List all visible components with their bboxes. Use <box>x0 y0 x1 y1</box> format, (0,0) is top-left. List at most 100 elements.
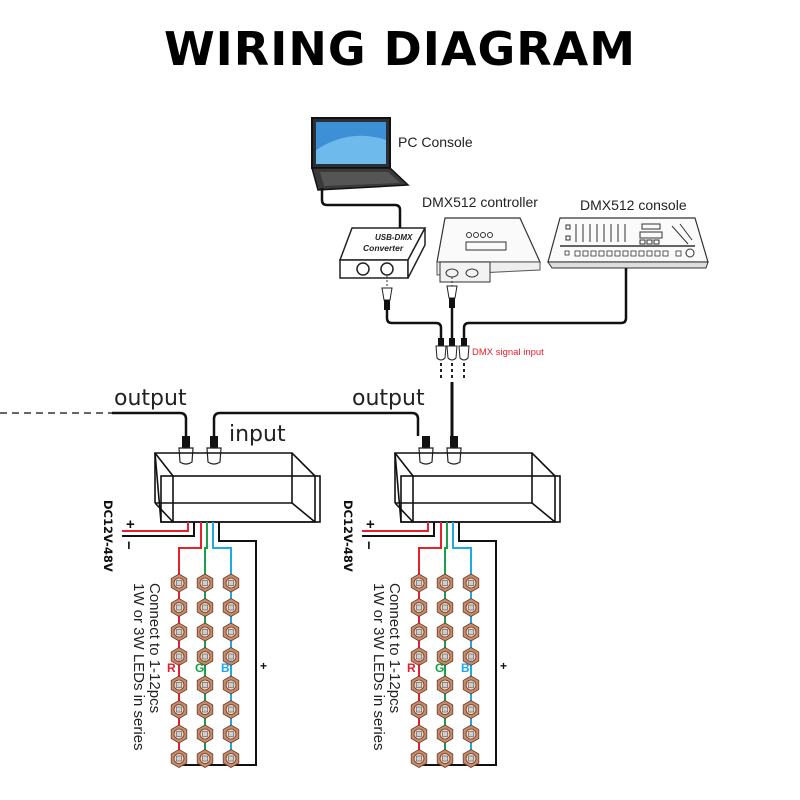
led-g <box>196 573 214 593</box>
led-r <box>410 622 428 642</box>
led-b <box>222 647 240 666</box>
laptop-icon <box>311 117 410 191</box>
common-plus-label: + <box>260 659 267 673</box>
led-b <box>222 675 240 695</box>
led-g <box>196 749 214 768</box>
led-b <box>462 622 480 642</box>
decoder1-output-cable <box>112 411 188 436</box>
led-g <box>436 675 454 695</box>
channel-label-g: G <box>435 661 444 675</box>
usb-dmx-signal-cable <box>385 310 443 338</box>
dmx-console-device <box>547 217 709 269</box>
led-g <box>436 647 454 666</box>
common-positive-wire <box>419 522 497 766</box>
input-label: input <box>229 422 286 447</box>
led-b <box>462 573 480 593</box>
power-wire-negative <box>122 522 195 537</box>
led-r <box>170 675 188 695</box>
led-r <box>410 598 428 617</box>
led-r <box>170 622 188 642</box>
led-r <box>410 647 428 666</box>
power-wire-positive <box>122 522 189 532</box>
led-g <box>196 647 214 666</box>
power-plus-label: + <box>126 516 135 533</box>
xlr-connector-body <box>450 436 458 448</box>
led-b <box>462 675 480 695</box>
channel-label-b: B <box>221 661 230 675</box>
led-r <box>170 749 188 768</box>
led-g <box>196 724 214 744</box>
led-r <box>410 700 428 719</box>
led-r <box>170 598 188 617</box>
output-label: output <box>352 386 425 411</box>
led-g <box>196 700 214 719</box>
led-r <box>170 700 188 719</box>
led-b <box>462 647 480 666</box>
led-note-line2: 1W or 3W LEDs in series <box>370 583 387 751</box>
dmx-signal-input-label: DMX signal input <box>472 347 544 358</box>
led-b <box>222 700 240 719</box>
decoder-box <box>154 452 321 523</box>
power-wire-negative <box>362 522 435 537</box>
channel-label-r: R <box>407 661 416 675</box>
led-b <box>462 749 480 768</box>
led-note-line2: 1W or 3W LEDs in series <box>130 583 147 751</box>
led-b <box>222 622 240 642</box>
power-wire-positive <box>362 522 429 532</box>
led-g <box>196 598 214 617</box>
dmx-console-label: DMX512 console <box>580 197 687 213</box>
common-plus-label: + <box>500 659 507 673</box>
dmx-signal-plugs <box>435 338 470 378</box>
power-plus-label: + <box>366 516 375 533</box>
decoder-link-cable <box>212 411 420 436</box>
led-g <box>436 724 454 744</box>
pc-console-label: PC Console <box>398 134 473 150</box>
xlr-connector <box>206 447 222 465</box>
led-note-line1: Connect to 1-12pcs <box>386 583 403 713</box>
dmx-controller-label: DMX512 controller <box>422 194 538 210</box>
led-r <box>410 675 428 695</box>
led-b <box>462 598 480 617</box>
led-g <box>436 598 454 617</box>
led-b <box>222 749 240 768</box>
channel-label-g: G <box>195 661 204 675</box>
usb-dmx-converter <box>338 227 427 279</box>
power-voltage-label: DC12V-48V <box>101 500 115 572</box>
channel-label-r: R <box>167 661 176 675</box>
xlr-connector-body <box>182 436 190 448</box>
xlr-connector <box>418 447 434 465</box>
xlr-connector <box>446 447 462 465</box>
led-r <box>410 573 428 593</box>
led-b <box>462 700 480 719</box>
usb-dmx-label-line2: Converter <box>363 243 404 253</box>
led-g <box>436 749 454 768</box>
channel-label-b: B <box>461 661 470 675</box>
output-label: output <box>114 386 187 411</box>
led-g <box>436 622 454 642</box>
led-g <box>196 675 214 695</box>
led-g <box>436 573 454 593</box>
power-minus-label: − <box>360 541 377 550</box>
page-title: WIRING DIAGRAM <box>163 22 637 76</box>
xlr-plug-controller <box>446 277 458 308</box>
console-signal-cable <box>462 268 628 338</box>
common-positive-wire <box>179 522 257 766</box>
led-g <box>196 622 214 642</box>
led-r <box>170 573 188 593</box>
xlr-connector <box>178 447 194 465</box>
led-b <box>222 724 240 744</box>
usb-dmx-label-line1: USB-DMX <box>375 233 413 242</box>
led-r <box>410 749 428 768</box>
led-note-line1: Connect to 1-12pcs <box>146 583 163 713</box>
led-b <box>222 573 240 593</box>
led-r <box>170 724 188 744</box>
led-r <box>410 724 428 744</box>
decoder-box <box>394 452 561 523</box>
led-g <box>436 700 454 719</box>
dmx-controller-device <box>436 217 541 283</box>
power-minus-label: − <box>120 541 137 550</box>
power-voltage-label: DC12V-48V <box>341 500 355 572</box>
